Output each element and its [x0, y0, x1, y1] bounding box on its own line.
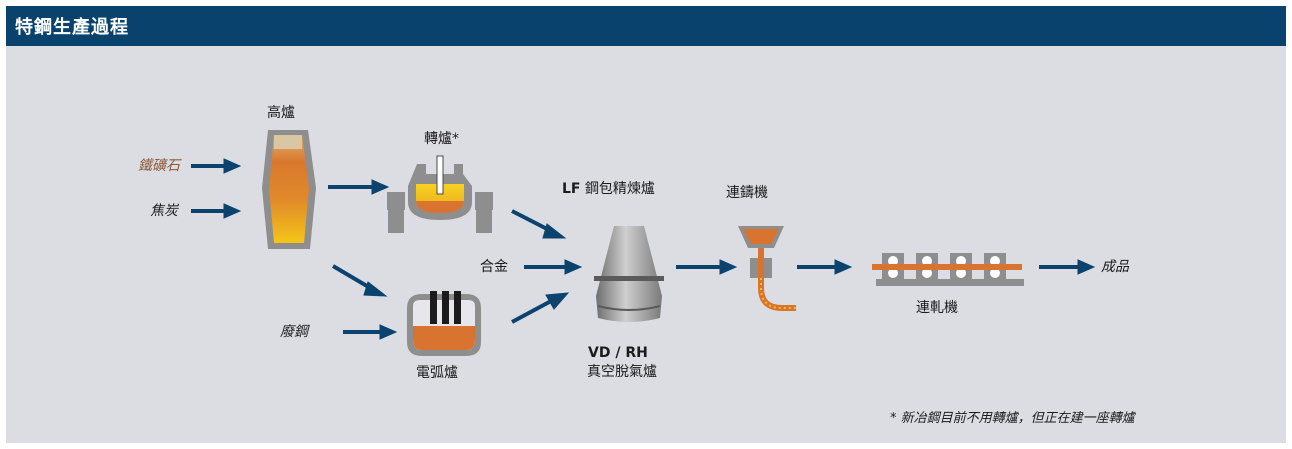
- process-diagram: [191, 130, 1096, 356]
- coke-label: 焦炭: [150, 203, 178, 219]
- continuous-caster-icon: [738, 226, 796, 311]
- rolling-mill-icon: [872, 253, 1024, 286]
- arrow-converter-to-lf: [511, 209, 567, 239]
- caster-label: 連鑄機: [726, 185, 768, 201]
- blast-furnace-icon: [262, 130, 316, 249]
- ladle-furnace-icon: [594, 226, 664, 322]
- arrow-alloy-to-lf: [524, 259, 583, 275]
- product-label: 成品: [1101, 259, 1129, 275]
- rolling-mill-label: 連軋機: [916, 300, 958, 316]
- blast-furnace-label: 高爐: [267, 105, 295, 121]
- ladle-furnace-label: LF 鋼包精煉爐: [562, 180, 655, 198]
- iron-ore-label: 鐵礦石: [138, 158, 180, 174]
- lf-code: LF: [562, 181, 581, 197]
- alloy-label: 合金: [480, 259, 508, 275]
- arrow-bf-to-converter: [328, 179, 390, 195]
- lf-name: 鋼包精煉爐: [584, 181, 655, 197]
- converter-icon: [387, 155, 493, 233]
- arrow-rolling-to-product: [1039, 259, 1096, 275]
- scrap-label: 廢鋼: [280, 324, 308, 340]
- vd-rh-label: VD / RH: [588, 345, 648, 361]
- page-title: 特鋼生產過程: [15, 17, 129, 38]
- header-bar: 特鋼生產過程: [6, 6, 1286, 46]
- vacuum-degasser-label: 真空脫氣爐: [587, 364, 657, 380]
- diagram-frame: 特鋼生產過程: [6, 6, 1286, 443]
- arrow-lf-to-caster: [676, 259, 738, 275]
- arrow-eaf-to-lf: [511, 292, 570, 324]
- arrow-coke-to-bf: [191, 203, 242, 219]
- electric-arc-furnace-icon: [407, 291, 481, 356]
- arrow-caster-to-rolling: [797, 259, 853, 275]
- converter-label: 轉爐*: [424, 131, 459, 147]
- arrow-bf-to-eaf: [331, 264, 388, 297]
- flow-arrows: [191, 158, 1096, 340]
- eaf-label: 電弧爐: [416, 365, 458, 381]
- arrow-scrap-to-eaf: [343, 324, 398, 340]
- arrow-ore-to-bf: [191, 158, 242, 174]
- footnote: * 新冶鋼目前不用轉爐，但正在建一座轉爐: [890, 411, 1135, 426]
